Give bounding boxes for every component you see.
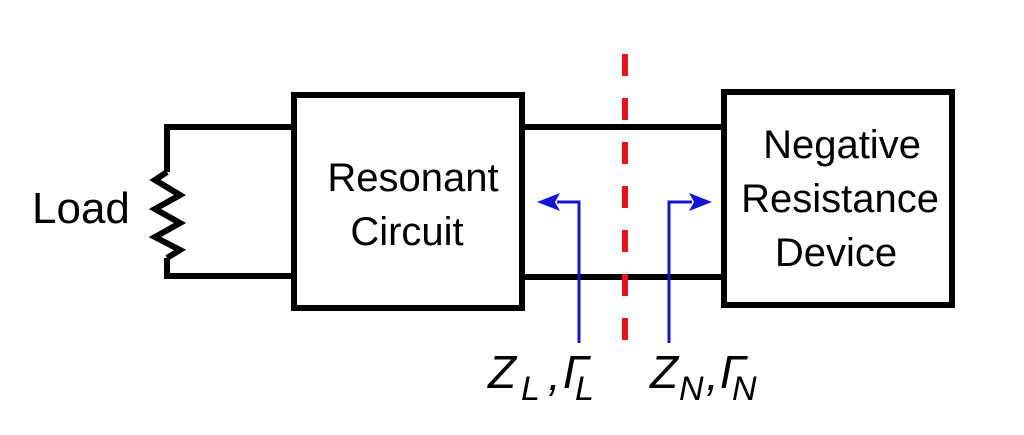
right-arrow [667, 193, 712, 343]
z-subscript-left: L [521, 370, 540, 408]
left-arrow [537, 193, 581, 343]
right-arrowhead-icon [689, 193, 712, 211]
negative-resistance-device-box [721, 89, 955, 308]
z-subscript-right: N [679, 370, 704, 408]
gamma-symbol-left: Γ [563, 346, 591, 398]
load-label: Load [32, 184, 130, 233]
resonant-circuit-label-line1: Resonant [327, 156, 498, 200]
left-impedance-label: Z L , Γ L [487, 346, 594, 408]
load-top-wire [164, 124, 293, 172]
load-bottom-wire [164, 258, 293, 279]
resonant-circuit-box [291, 92, 525, 311]
separator-right: , [706, 348, 719, 400]
gamma-subscript-right: N [732, 370, 757, 408]
right-impedance-label: Z N , Γ N [649, 346, 757, 408]
resistor-zigzag [148, 169, 187, 261]
separator-left: , [548, 348, 561, 400]
gamma-subscript-left: L [575, 370, 594, 408]
device-label-line3: Device [775, 231, 897, 275]
device-label-line2: Resistance [741, 177, 939, 221]
z-symbol-right: Z [649, 346, 680, 398]
left-arrowhead-icon [537, 193, 560, 211]
gamma-symbol-right: Γ [720, 346, 748, 398]
resonant-circuit-label-line2: Circuit [350, 210, 463, 254]
z-symbol-left: Z [487, 346, 518, 398]
device-label-line1: Negative [763, 123, 921, 167]
load-resistor [148, 124, 293, 279]
